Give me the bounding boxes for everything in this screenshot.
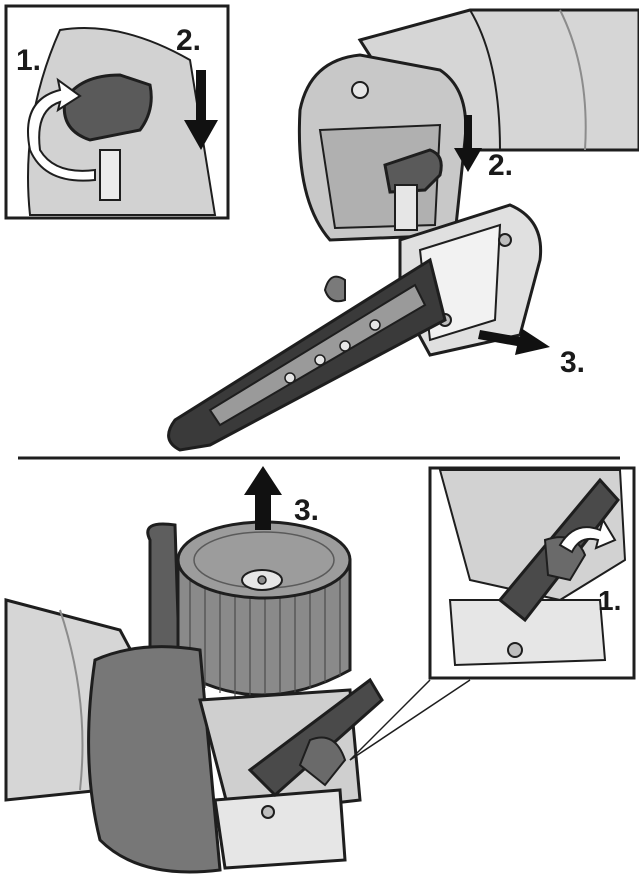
pull-arrow-icon bbox=[478, 328, 550, 355]
rotate-arrow-icon bbox=[27, 77, 96, 182]
gear-head-top bbox=[297, 53, 468, 242]
bottom-panel: 3. 1. bbox=[4, 466, 636, 874]
wheel-drum bbox=[176, 520, 352, 699]
clamp-lever-top bbox=[383, 148, 443, 231]
top-step-2-label: 2. bbox=[488, 149, 513, 182]
inset-step-1-label: 1. bbox=[16, 44, 41, 77]
callout-line bbox=[349, 679, 471, 761]
abrasive-belt-arm bbox=[167, 257, 447, 452]
inset-rotate-arrow-icon bbox=[558, 517, 617, 554]
down-arrow-icon bbox=[454, 115, 482, 172]
bottom-inset-step-1-label: 1. bbox=[598, 585, 621, 616]
clamp-lever-bottom bbox=[247, 677, 384, 798]
top-step-3-label: 3. bbox=[560, 346, 585, 379]
inset-down-arrow-icon bbox=[184, 70, 218, 150]
top-inset: 1. 2. bbox=[4, 4, 230, 220]
inset-step-2-label: 2. bbox=[176, 24, 201, 57]
callout-line bbox=[349, 679, 431, 761]
up-arrow-icon bbox=[244, 466, 282, 530]
top-panel: 2. 3. 1. 2. bbox=[4, 4, 639, 452]
bottom-step-3-label: 3. bbox=[294, 494, 319, 527]
bottom-inset: 1. bbox=[428, 466, 636, 680]
